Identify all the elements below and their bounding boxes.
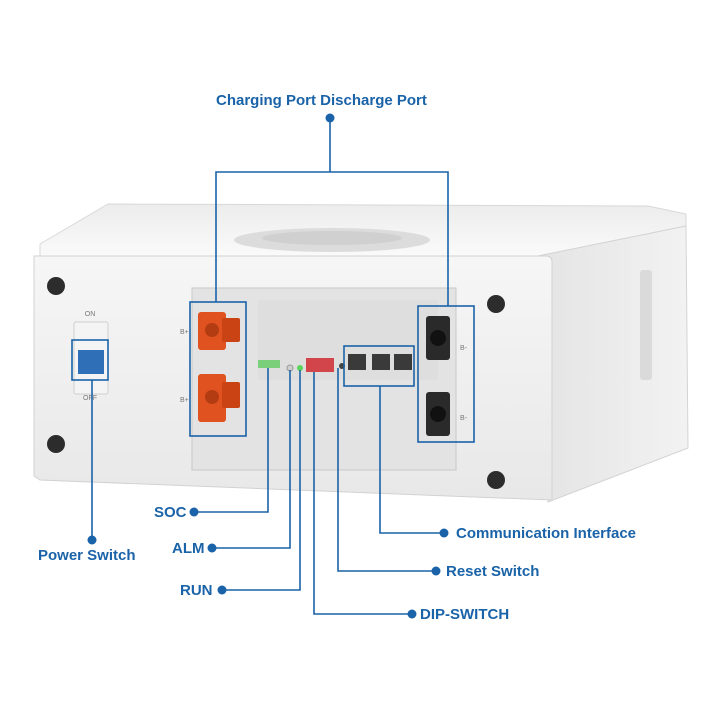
rj45-port [348, 354, 366, 370]
port-highlight-right [417, 305, 475, 443]
alm-callout-line [212, 370, 291, 549]
casing-side [537, 225, 689, 503]
dip-switch-block [306, 358, 334, 372]
alm-label: ALM [172, 540, 205, 557]
screw [487, 471, 505, 489]
port-highlight-left [189, 301, 247, 437]
reset-switch-label: Reset Switch [446, 563, 540, 580]
screw [47, 435, 65, 453]
comm-callout-line [379, 386, 444, 534]
power-switch-label: Power Switch [38, 547, 136, 564]
b-minus-marking-1: B- [460, 345, 468, 352]
b-minus-marking-2: B- [460, 415, 468, 422]
soc-indicator [258, 360, 280, 368]
power-switch-highlight [71, 339, 109, 381]
breaker-off-marking: OFF [83, 395, 97, 402]
reset-callout-line [337, 368, 436, 572]
top-callout-dot [325, 113, 335, 123]
run-led [297, 365, 303, 371]
charging-discharge-port-label: Charging Port Discharge Port [216, 92, 427, 109]
comm-highlight [343, 345, 415, 387]
run-label: RUN [180, 582, 213, 599]
b-plus-marking-1: B+ [180, 329, 189, 336]
screw [487, 295, 505, 313]
top-callout-line [215, 171, 449, 306]
dip-switch-label: DIP-SWITCH [420, 606, 510, 623]
rj45-port [372, 354, 390, 370]
screw [47, 277, 65, 295]
soc-callout-line [194, 368, 269, 513]
rj45-port [394, 354, 412, 370]
breaker-on-marking: ON [85, 311, 96, 318]
run-callout-line [222, 370, 301, 591]
soc-label: SOC [154, 504, 187, 521]
b-plus-marking-2: B+ [180, 397, 189, 404]
breaker-toggle [78, 350, 104, 374]
communication-interface-label: Communication Interface [456, 525, 637, 542]
dip-callout-line [313, 372, 412, 615]
